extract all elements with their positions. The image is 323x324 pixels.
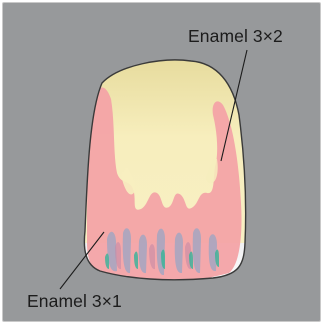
label-enamel-3x2: Enamel 3×2 — [188, 26, 283, 47]
diagram-frame: Enamel 3×2 Enamel 3×1 — [2, 2, 321, 322]
tooth-illustration — [3, 3, 321, 322]
label-enamel-3x1: Enamel 3×1 — [27, 291, 122, 312]
